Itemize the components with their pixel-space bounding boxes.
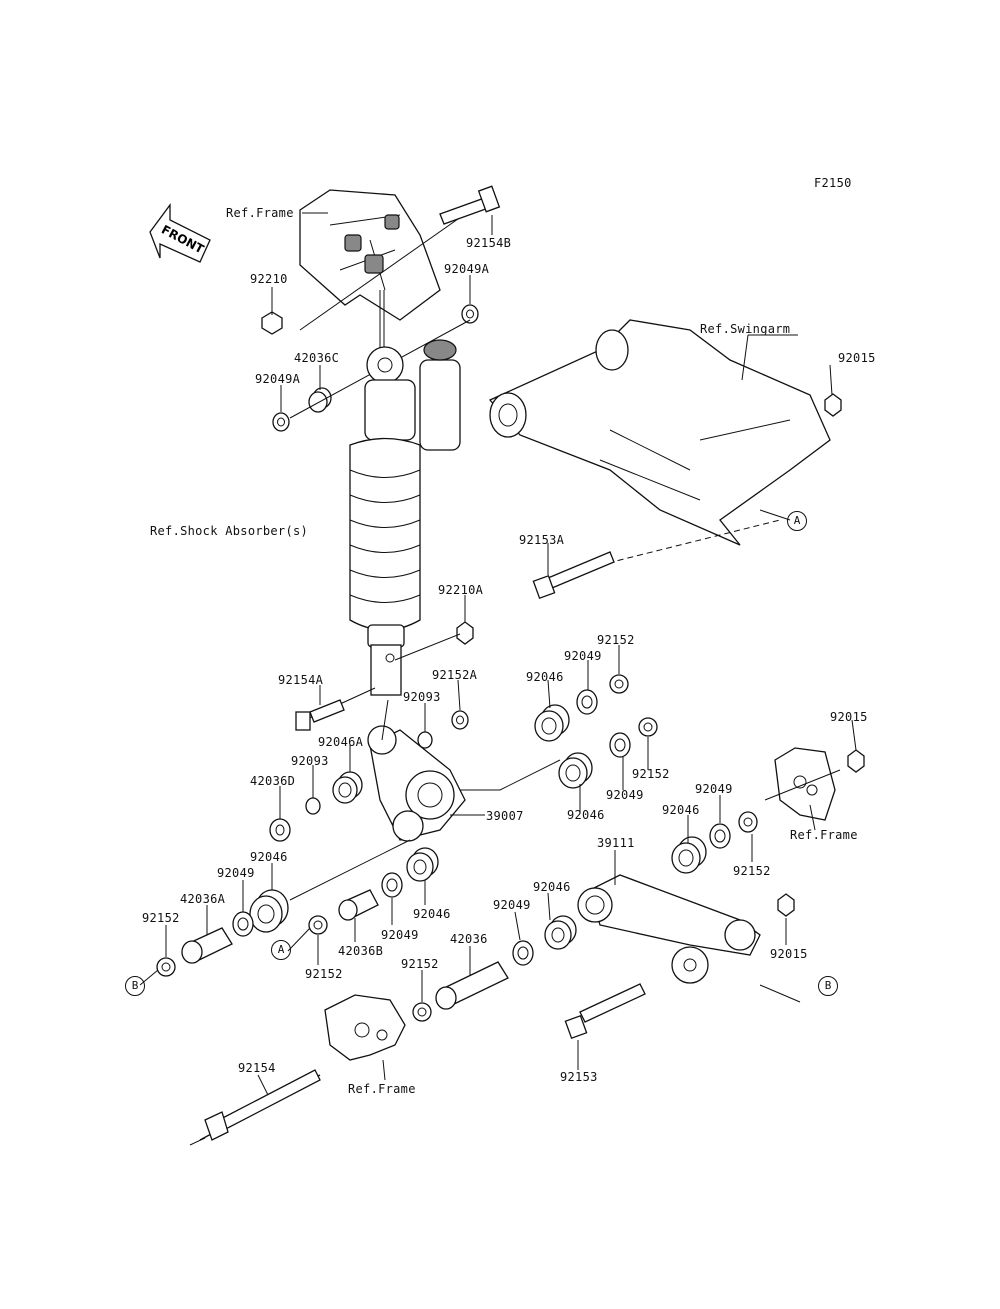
washer-92049A-top (461, 304, 479, 324)
bolt-92154B (299, 185, 501, 331)
collar-42036B (338, 889, 379, 921)
part-label: 92152 (142, 911, 180, 925)
part-label: 92046 (526, 670, 564, 684)
bearing-92046A (332, 771, 363, 804)
tie-rod-39111 (577, 874, 761, 984)
washer-92049A-left (272, 412, 290, 432)
part-label: 92152 (305, 967, 343, 981)
part-label: 92046 (567, 808, 605, 822)
part-label: 92049 (381, 928, 419, 942)
washer-92152-left (156, 957, 176, 977)
frame-bottom-bracket (324, 994, 406, 1061)
seal-92049-top (576, 689, 598, 715)
ref-frame-right: Ref.Frame (790, 828, 858, 842)
part-label: 92152 (733, 864, 771, 878)
washer-92152-top (609, 674, 629, 694)
part-label: 92210 (250, 272, 288, 286)
bolt-92153A (532, 551, 615, 600)
figure-code: F2150 (814, 176, 852, 190)
washer-92152-mid (638, 717, 658, 737)
part-label: 92093 (291, 754, 329, 768)
part-label: 92046 (250, 850, 288, 864)
part-label: 92152 (597, 633, 635, 647)
ref-frame-bottom: Ref.Frame (348, 1082, 416, 1096)
nut-92210A (456, 621, 474, 645)
nut-92210 (261, 311, 283, 335)
seal-92049-mid (609, 732, 631, 758)
part-label: 92049 (217, 866, 255, 880)
bearing-92046-r (671, 836, 707, 874)
callout-b-right: B (818, 976, 838, 996)
part-label: 92154A (278, 673, 324, 687)
part-label: 92049 (493, 898, 531, 912)
part-label: 92049 (564, 649, 602, 663)
rocker-39007 (367, 699, 561, 842)
part-label: 92015 (770, 947, 808, 961)
part-label: 92015 (830, 710, 868, 724)
ref-frame-top: Ref.Frame (226, 206, 294, 220)
frame-right-bracket (764, 747, 841, 821)
part-label: 39111 (597, 836, 635, 850)
ref-swingarm: Ref.Swingarm (700, 322, 791, 336)
bolt-92154 (189, 1069, 321, 1146)
part-label: 92093 (403, 690, 441, 704)
bolt-92154A (295, 687, 376, 731)
part-label: 92049 (695, 782, 733, 796)
part-label: 92152 (632, 767, 670, 781)
part-label: 42036D (250, 774, 296, 788)
callout-b-left: B (125, 976, 145, 996)
part-label: 92153A (519, 533, 565, 547)
ref-shock-absorber: Ref.Shock Absorber(s) (150, 524, 309, 538)
shock-absorber (349, 290, 461, 696)
part-label: 42036A (180, 892, 226, 906)
part-label: 92046 (662, 803, 700, 817)
seal-92049-left (232, 911, 254, 937)
oring-92093-b (305, 797, 321, 815)
bolt-92153 (564, 983, 646, 1040)
washer-92152-c (308, 915, 328, 935)
nut-92015-top (824, 393, 842, 417)
collar-42036A (181, 927, 233, 964)
part-label: 92015 (838, 351, 876, 365)
part-label: 92046 (413, 907, 451, 921)
bearing-92046-left (249, 889, 289, 933)
part-label: 92154B (466, 236, 512, 250)
callout-a-swingarm: A (787, 511, 807, 531)
collar-42036 (435, 961, 509, 1010)
part-label: 92210A (438, 583, 484, 597)
part-label: 42036B (338, 944, 384, 958)
bearing-92046-c (406, 847, 439, 882)
washer-92152-low (412, 1002, 432, 1022)
part-label: 92153 (560, 1070, 598, 1084)
bearing-92046-top (534, 704, 570, 742)
washer-92152-r (738, 811, 758, 833)
part-label: 92049A (255, 372, 301, 386)
seal-92049-r (709, 823, 731, 849)
part-label: 42036C (294, 351, 340, 365)
swingarm (488, 319, 831, 581)
bearing-92046-mid (558, 752, 593, 789)
part-label: 92049 (606, 788, 644, 802)
collar-42036D (269, 818, 291, 842)
callout-a-left: A (271, 940, 291, 960)
part-label: 92046A (318, 735, 364, 749)
part-label: 92152A (432, 668, 478, 682)
part-label: 92152 (401, 957, 439, 971)
part-label: 42036 (450, 932, 488, 946)
bearing-92046-low (544, 915, 577, 950)
seal-92049-c (381, 872, 403, 898)
front-arrow-icon: FRONT (149, 203, 211, 263)
part-label: 92154 (238, 1061, 276, 1075)
part-label: 39007 (486, 809, 524, 823)
frame-top-bracket (299, 189, 441, 321)
seal-92049-low (512, 940, 534, 966)
leader-lines (139, 212, 857, 1096)
part-label: 92049A (444, 262, 490, 276)
nut-92015-right (847, 749, 865, 773)
part-label: 92046 (533, 880, 571, 894)
washer-92152A (451, 710, 469, 730)
nut-92015-low (777, 893, 795, 917)
